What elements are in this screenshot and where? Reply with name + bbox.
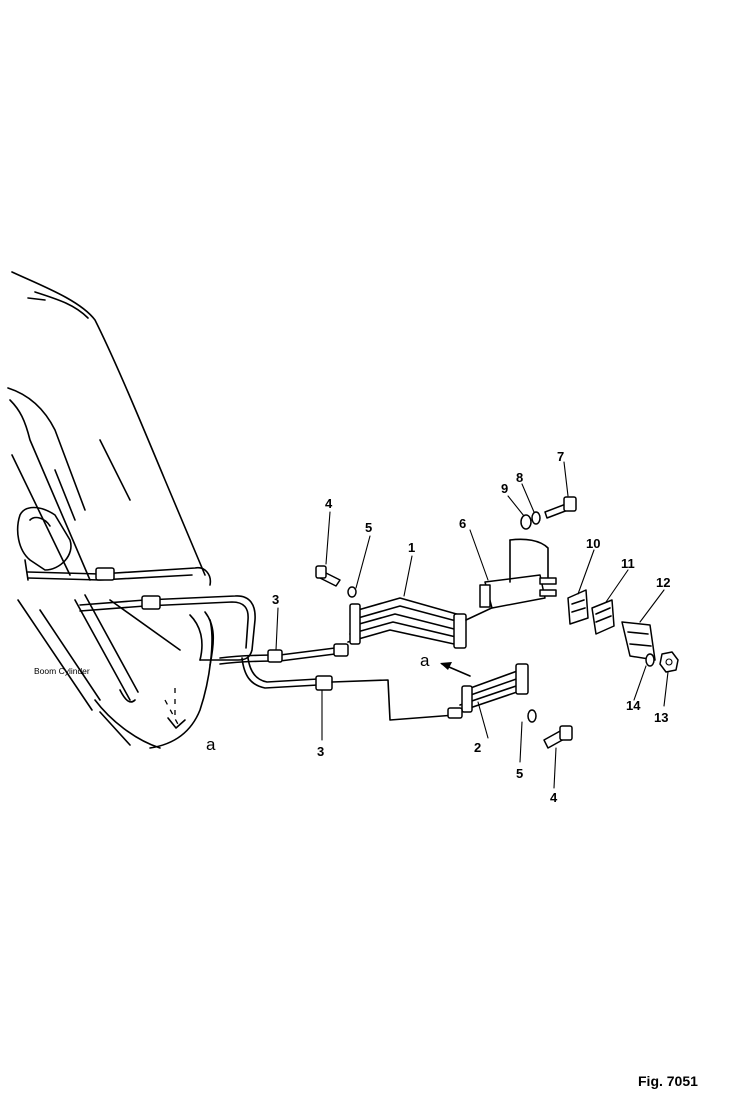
clamp-11 bbox=[591, 599, 615, 635]
hose-3-lower bbox=[241, 657, 456, 721]
callout-11: 11 bbox=[621, 556, 635, 571]
boom-cylinder bbox=[16, 506, 139, 703]
view-a-label-right: a bbox=[420, 651, 430, 670]
callout-7: 7 bbox=[557, 449, 564, 464]
boom-outline bbox=[7, 271, 213, 749]
washer-9 bbox=[520, 514, 532, 530]
clamp-12 bbox=[621, 621, 656, 661]
callout-3-bottom: 3 bbox=[317, 744, 324, 759]
view-a-label-left: a bbox=[206, 735, 216, 754]
bolt-4-bottom bbox=[543, 725, 573, 749]
bolt-4-top bbox=[315, 565, 341, 587]
nut-13 bbox=[659, 651, 679, 673]
callout-6: 6 bbox=[459, 516, 466, 531]
figure-label: Fig. 7051 bbox=[638, 1073, 698, 1089]
callout-8: 8 bbox=[516, 470, 523, 485]
callout-2: 2 bbox=[474, 740, 481, 755]
callout-4-bottom: 4 bbox=[550, 790, 558, 805]
boom-pipes bbox=[27, 566, 256, 666]
washer-8 bbox=[531, 511, 541, 525]
tube-assembly-2 bbox=[447, 663, 529, 719]
view-a-arrow bbox=[440, 662, 471, 677]
clamp-10 bbox=[567, 589, 589, 625]
callout-3-top: 3 bbox=[272, 592, 279, 607]
callout-12: 12 bbox=[656, 575, 670, 590]
leader-lines bbox=[275, 461, 669, 789]
view-a-leader-left bbox=[164, 688, 186, 729]
washer-5-top bbox=[347, 586, 357, 598]
tube-assembly-1 bbox=[347, 589, 531, 649]
callout-9: 9 bbox=[501, 481, 508, 496]
callout-10: 10 bbox=[586, 536, 600, 551]
washer-5-bottom bbox=[527, 709, 537, 723]
callout-5-bottom: 5 bbox=[516, 766, 523, 781]
callout-5-top: 5 bbox=[365, 520, 372, 535]
callout-14: 14 bbox=[626, 698, 641, 713]
callout-1: 1 bbox=[408, 540, 415, 555]
callout-4-top: 4 bbox=[325, 496, 333, 511]
bracket-6 bbox=[479, 538, 557, 609]
callout-13: 13 bbox=[654, 710, 668, 725]
hose-3-upper bbox=[219, 643, 349, 665]
washer-14 bbox=[645, 653, 655, 667]
bolt-7 bbox=[544, 496, 577, 519]
boom-cylinder-label: Boom Cylinder bbox=[34, 666, 90, 676]
